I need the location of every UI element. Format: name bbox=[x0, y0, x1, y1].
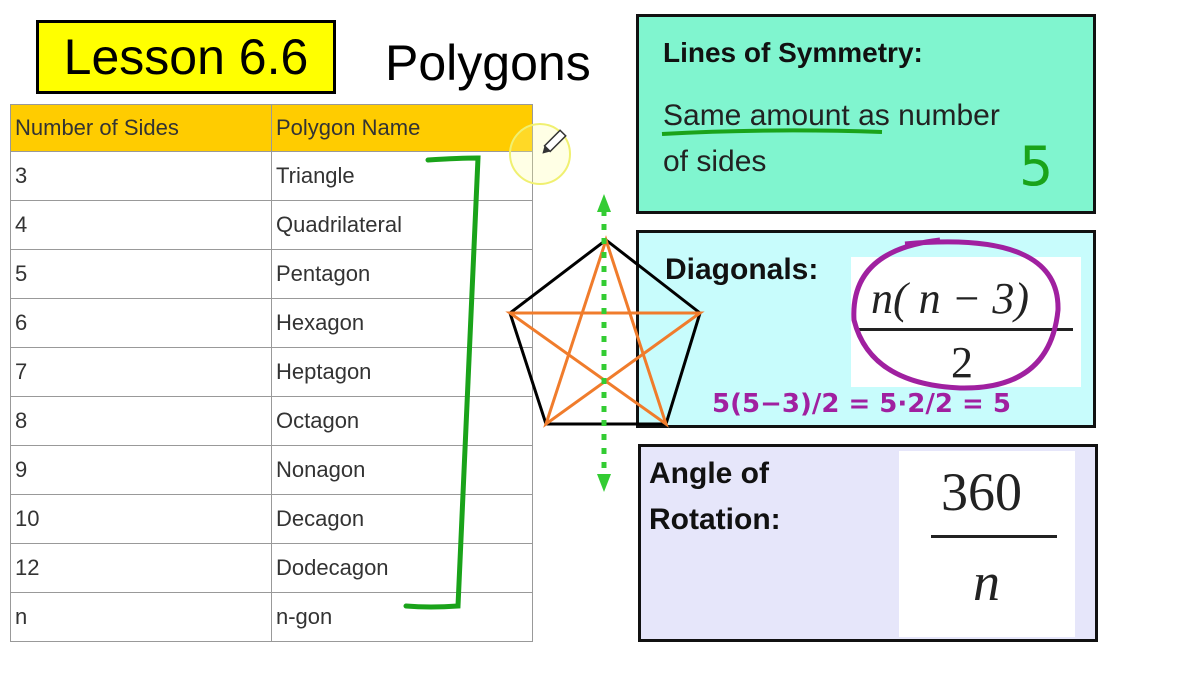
sides-cell: 7 bbox=[10, 347, 272, 397]
formula-numerator: 360 bbox=[941, 462, 1022, 522]
polygon-name-cell: Nonagon bbox=[271, 445, 533, 495]
purple-circle bbox=[851, 237, 1061, 391]
diagonals-box: n( n − 3) 2 Diagonals: bbox=[636, 230, 1096, 428]
lines-of-symmetry-box: Lines of Symmetry: Same amount as number… bbox=[636, 14, 1096, 214]
arrow-down-icon bbox=[597, 474, 611, 492]
formula-denominator: 2 bbox=[951, 338, 973, 387]
arrow-up-icon bbox=[597, 194, 611, 212]
sides-cell: 10 bbox=[10, 494, 272, 544]
symmetry-heading: Lines of Symmetry: bbox=[663, 37, 923, 68]
symmetry-text: Same amount as number bbox=[663, 99, 1000, 132]
column-header: Number of Sides bbox=[10, 104, 272, 152]
polygon-name-cell: Pentagon bbox=[271, 249, 533, 299]
green-underline bbox=[661, 128, 883, 136]
diagonal-formula: n( n − 3) 2 bbox=[851, 257, 1081, 387]
page-title: Polygons bbox=[385, 35, 591, 91]
rotation-heading-1: Angle of bbox=[649, 457, 769, 490]
fraction-bar bbox=[859, 328, 1073, 331]
polygon-name-cell: Quadrilateral bbox=[271, 200, 533, 250]
diagonals-heading: Diagonals: bbox=[665, 253, 819, 286]
lesson-label: Lesson 6.6 bbox=[36, 20, 336, 94]
sides-cell: 12 bbox=[10, 543, 272, 593]
angle-of-rotation-box: Angle of Rotation: 360 n bbox=[638, 444, 1098, 642]
rotation-heading-2: Rotation: bbox=[649, 503, 781, 536]
formula-denominator: n bbox=[973, 552, 1000, 612]
sides-cell: 8 bbox=[10, 396, 272, 446]
formula-numerator: n( n − 3) bbox=[871, 274, 1029, 323]
pencil-cursor-icon bbox=[542, 129, 567, 154]
sides-cell: 6 bbox=[10, 298, 272, 348]
sides-cell: 3 bbox=[10, 151, 272, 201]
sides-cell: 5 bbox=[10, 249, 272, 299]
rotation-formula: 360 n bbox=[899, 451, 1075, 637]
polygon-name-cell: Hexagon bbox=[271, 298, 533, 348]
polygon-name-cell: n-gon bbox=[271, 592, 533, 642]
handwritten-answer: 5 bbox=[1019, 135, 1054, 198]
polygon-name-cell: Heptagon bbox=[271, 347, 533, 397]
fraction-bar bbox=[931, 535, 1057, 538]
green-bracket bbox=[403, 155, 481, 610]
handwritten-work: 5(5−3)/2 = 5·2/2 = 5 bbox=[712, 389, 1011, 419]
symmetry-text-line2: of sides bbox=[663, 145, 767, 178]
sides-cell: n bbox=[10, 592, 272, 642]
